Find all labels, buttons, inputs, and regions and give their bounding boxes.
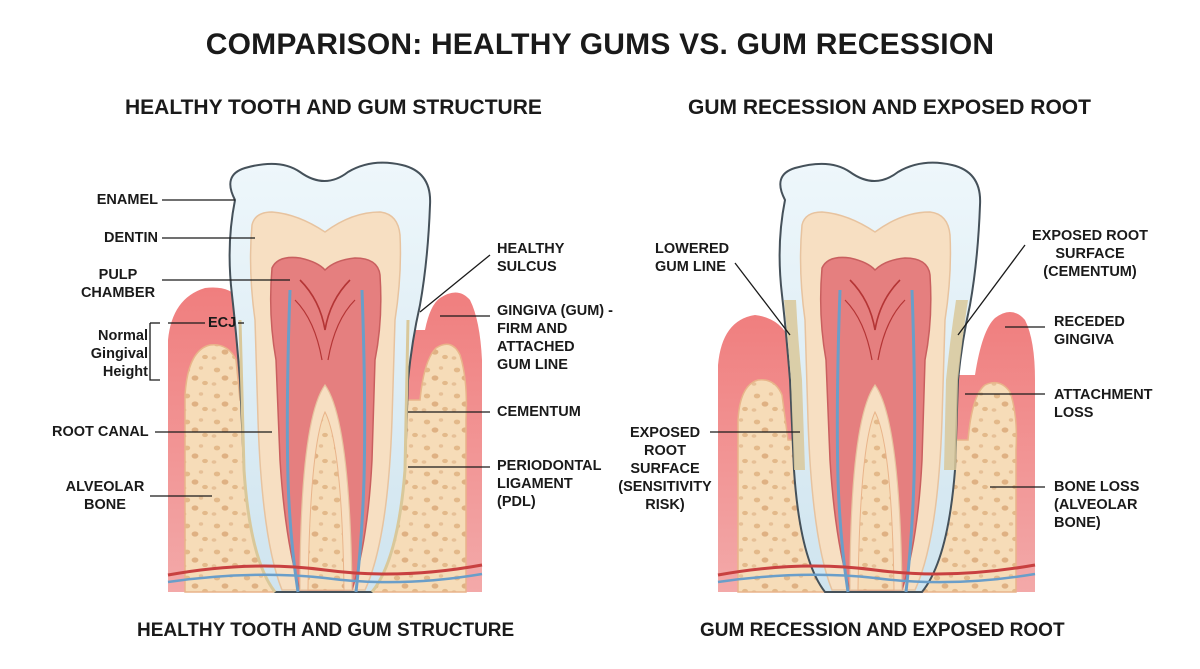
- label-exposed-root-sensitivity: EXPOSED ROOT SURFACE (SENSITIVITY RISK): [618, 425, 712, 513]
- right-panel-caption: GUM RECESSION AND EXPOSED ROOT: [700, 620, 1065, 641]
- left-leader-lines: [149, 199, 491, 497]
- label-lowered-gum-line: LOWERED GUM LINE: [655, 241, 730, 275]
- healthy-tooth-illustration: [167, 161, 483, 593]
- label-periodontal-ligament: PERIODONTAL LIGAMENT (PDL): [497, 458, 602, 510]
- right-panel-title: GUM RECESSION AND EXPOSED ROOT: [688, 96, 1091, 119]
- page-title: COMPARISON: HEALTHY GUMS VS. GUM RECESSI…: [205, 28, 995, 61]
- label-cementum: CEMENTUM: [497, 404, 581, 420]
- label-root-canal: ROOT CANAL: [52, 424, 149, 440]
- label-dentin: DENTIN: [104, 230, 158, 246]
- label-alveolar-bone: ALVEOLAR BONE: [65, 479, 145, 513]
- left-panel-title: HEALTHY TOOTH AND GUM STRUCTURE: [125, 96, 542, 119]
- label-exposed-root-cementum: EXPOSED ROOT SURFACE (CEMENTUM): [1031, 228, 1149, 280]
- left-panel-caption: HEALTHY TOOTH AND GUM STRUCTURE: [137, 620, 515, 641]
- label-ecj: ECJ: [208, 315, 237, 331]
- label-healthy-sulcus: HEALTHY SULCUS: [497, 241, 565, 275]
- exposed-root-band-right: [944, 300, 968, 470]
- label-normal-gingival-height: Normal Gingival Height: [90, 328, 148, 380]
- recession-tooth-illustration: [717, 161, 1036, 593]
- label-attachment-loss: ATTACHMENT LOSS: [1054, 387, 1153, 421]
- exposed-root-band-left: [784, 300, 805, 470]
- label-enamel: ENAMEL: [96, 192, 158, 208]
- label-gingiva: GINGIVA (GUM) - FIRM AND ATTACHED GUM LI…: [497, 303, 613, 373]
- label-pulp-chamber: PULP CHAMBER: [80, 267, 156, 301]
- right-leader-lines: [710, 244, 1045, 488]
- label-bone-loss: BONE LOSS (ALVEOLAR BONE): [1054, 479, 1140, 531]
- label-receded-gingiva: RECEDED GINGIVA: [1054, 314, 1125, 348]
